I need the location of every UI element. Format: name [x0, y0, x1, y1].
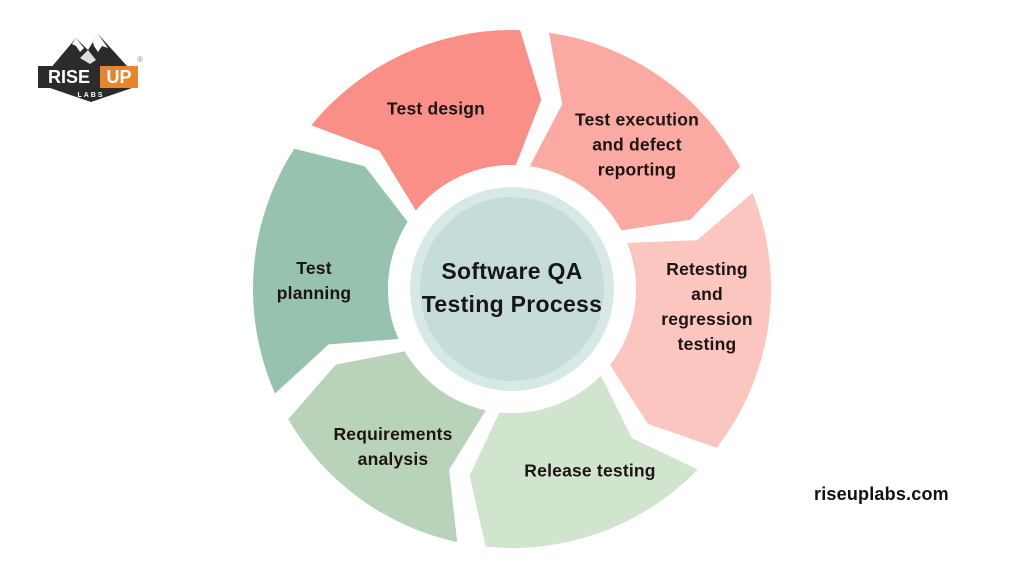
mountain-icon [44, 34, 136, 76]
segment-label-line: Retesting [666, 259, 748, 279]
segment-label-line: and [691, 284, 723, 304]
registered-mark-icon: ® [137, 55, 143, 64]
segment-label-line: regression [661, 309, 753, 329]
riseup-labs-logo: RISE UP LABS ® [36, 30, 146, 104]
segment-label-requirements-analysis: Requirements analysis [333, 422, 452, 472]
segment-label-line: reporting [597, 159, 677, 180]
cycle-segments [253, 30, 772, 549]
segment-label-line: Test [296, 258, 332, 278]
segment-label-test-planning: Test planning [277, 256, 352, 306]
segment-test-execution [529, 32, 741, 231]
segment-label-line: Requirements [333, 424, 453, 444]
segment-label-retesting: Retesting and regression testing [661, 257, 752, 357]
segment-label-line: Test execution [574, 109, 700, 130]
website-url: riseuplabs.com [814, 484, 949, 504]
center-disc [420, 197, 604, 381]
logo-text-rise: RISE [48, 67, 90, 87]
segment-label-line: planning [276, 283, 352, 303]
segment-label-release-testing: Release testing [524, 459, 655, 484]
segment-label-line: and defect [592, 134, 682, 155]
segment-label-test-design: Test design [387, 97, 485, 122]
segment-release-testing [469, 375, 698, 549]
segment-label-test-execution: Test execution and defect reporting [575, 108, 699, 183]
diagram-title: Software QA Testing Process [422, 255, 602, 321]
segment-label-line: Test design [386, 98, 486, 119]
diagram-title-line2: Testing Process [421, 291, 603, 317]
segment-test-planning [253, 148, 408, 394]
diagram-title-line1: Software QA [441, 258, 583, 284]
segment-label-line: Release testing [524, 460, 656, 481]
segment-retesting [609, 192, 772, 448]
logo-text-labs: LABS [77, 92, 104, 99]
segment-label-line: analysis [357, 449, 429, 469]
segment-requirements-analysis [288, 351, 486, 543]
segment-label-line: testing [677, 334, 737, 354]
logo-text-up: UP [106, 67, 131, 87]
segment-test-design [311, 30, 542, 211]
